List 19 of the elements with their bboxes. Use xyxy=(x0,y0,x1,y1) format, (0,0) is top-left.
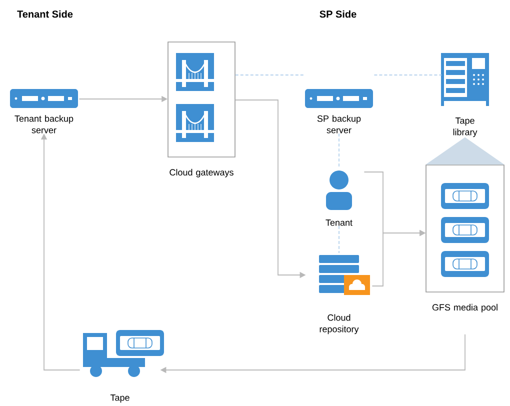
node-label: Tenant backup server xyxy=(14,115,74,134)
dashed-line xyxy=(338,226,340,254)
gateway-box: Cloud gateways xyxy=(168,42,236,178)
tape-library: Tape library xyxy=(441,53,489,138)
backup-server: SP backup server xyxy=(305,89,373,134)
dashed-line xyxy=(338,133,340,168)
truck: Tape xyxy=(83,330,164,403)
node-label: Tape library xyxy=(453,118,478,138)
node-label: Tape xyxy=(110,394,130,403)
side-heading: SP Side xyxy=(320,10,356,18)
dashed-line xyxy=(374,74,442,76)
side-heading: Tenant Side xyxy=(17,10,73,18)
node-label: SP backup server xyxy=(317,115,361,134)
fan-connector xyxy=(426,137,504,165)
media-pool-box: GFS media pool xyxy=(426,164,504,312)
backup-server: Tenant backup server xyxy=(10,89,78,134)
node-label: GFS media pool xyxy=(432,304,498,312)
node-label: Cloud gateways xyxy=(170,168,234,178)
dashed-line xyxy=(235,74,304,76)
